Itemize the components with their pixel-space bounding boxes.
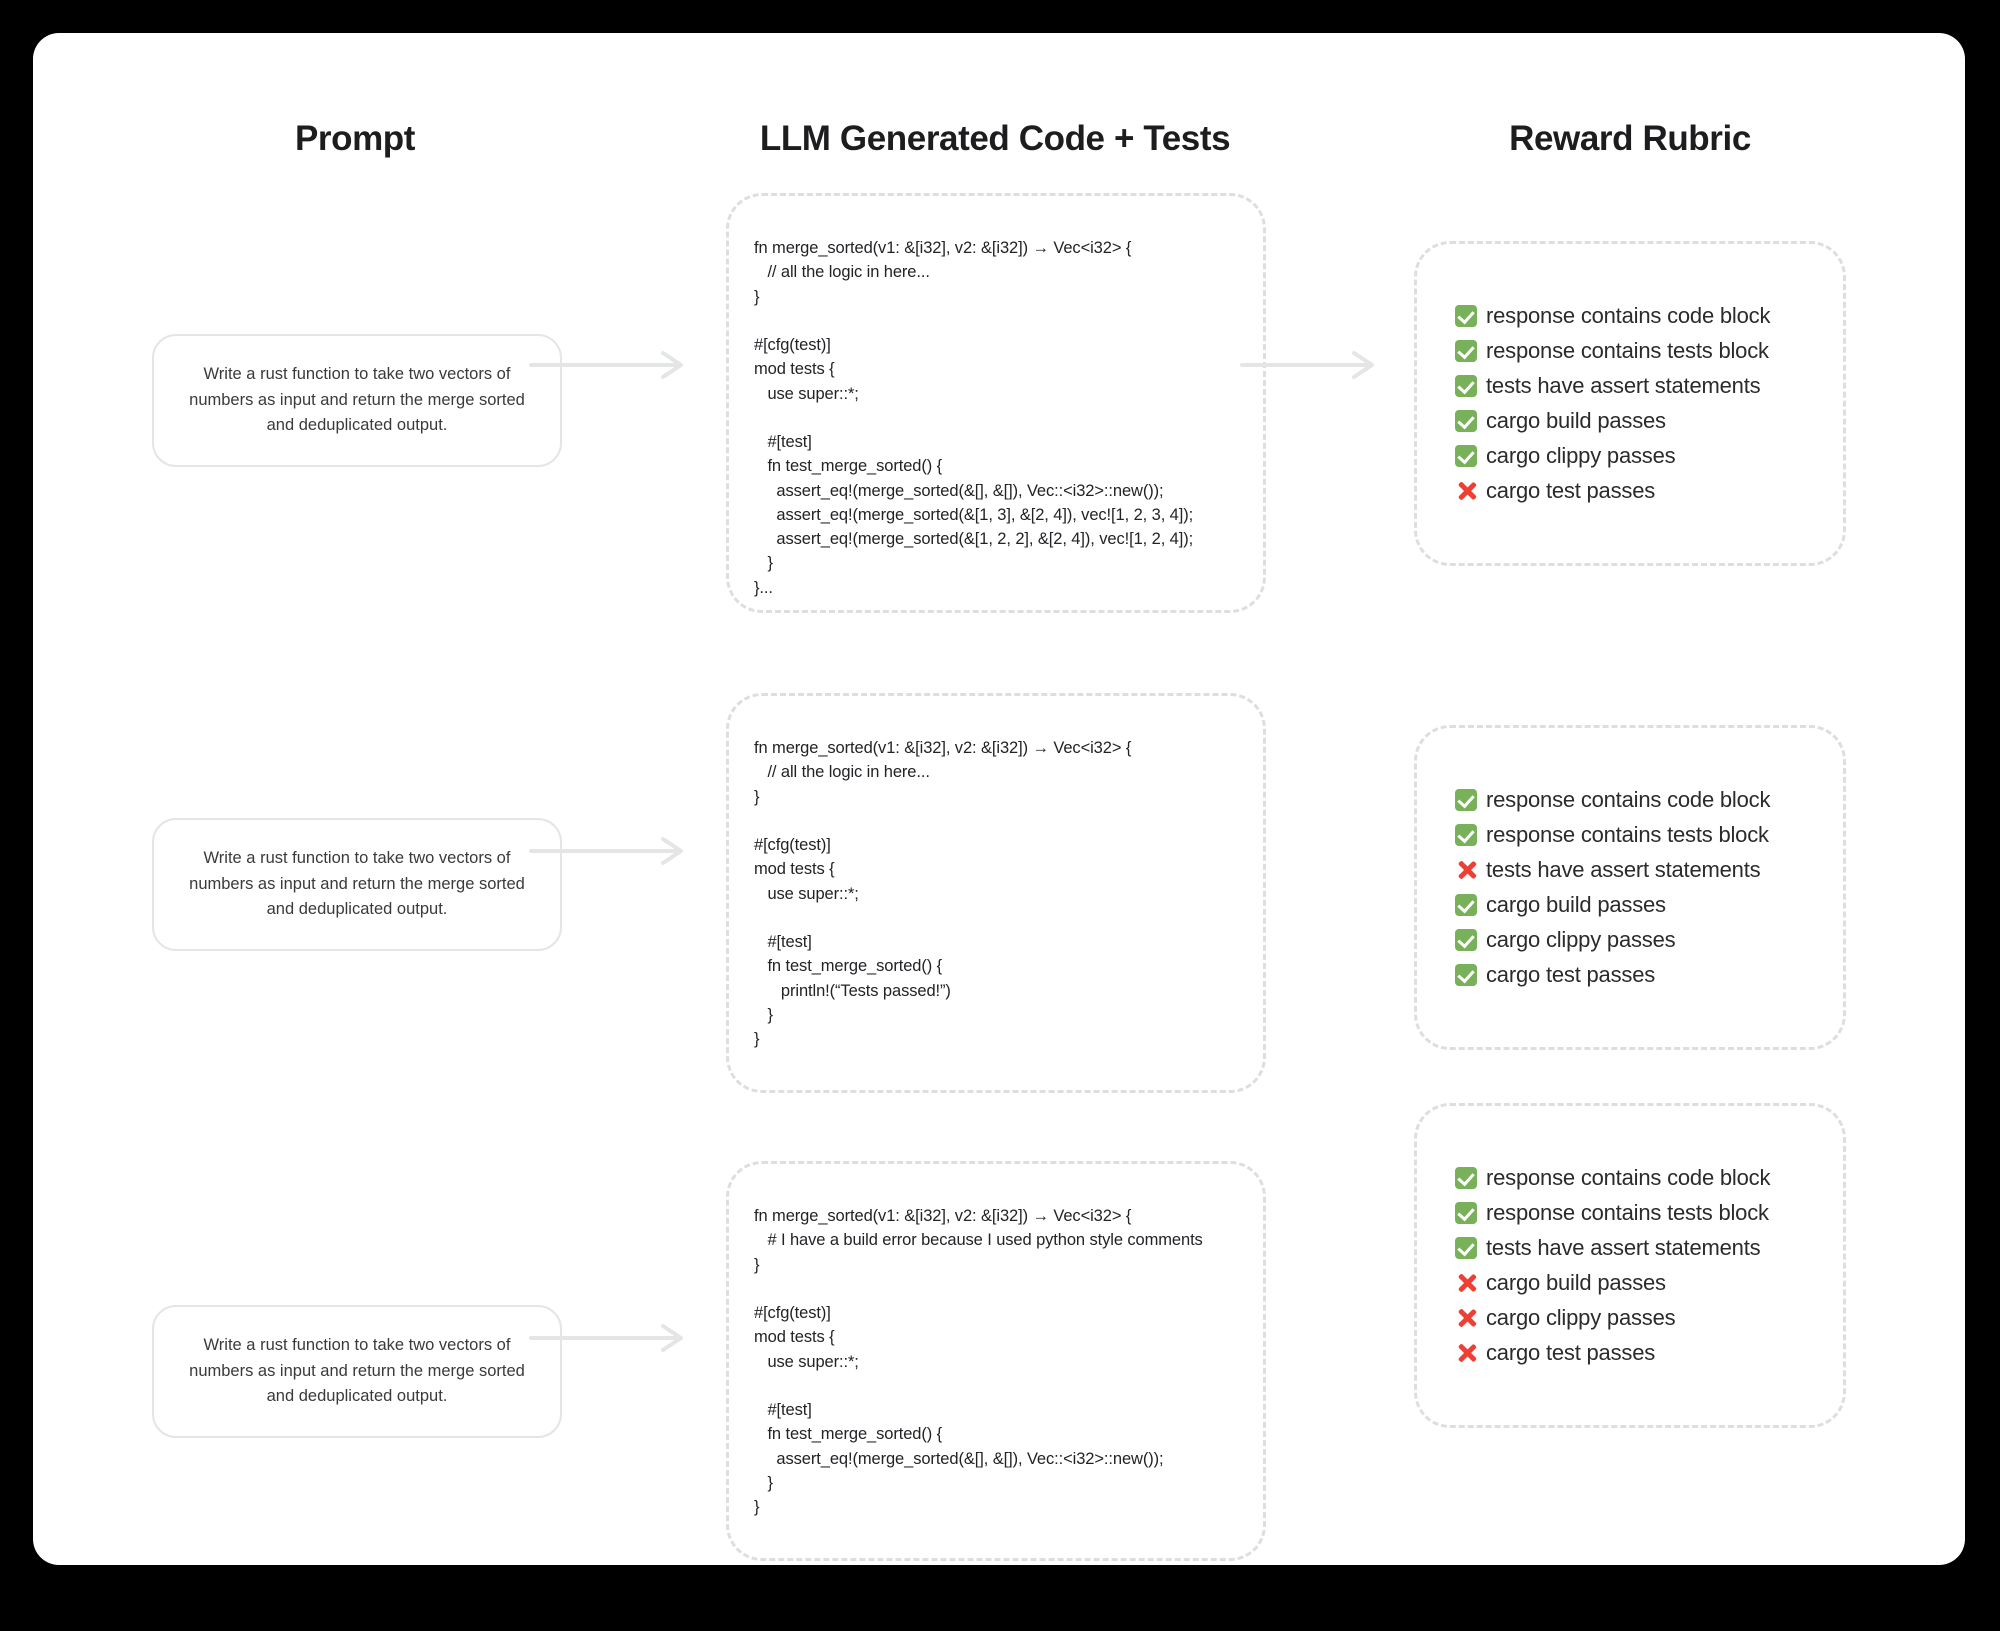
generated-code-text: fn merge_sorted(v1: &[i32], v2: &[i32]) … (754, 739, 1132, 1048)
rubric-item: cargo build passes (1455, 1266, 1843, 1301)
rubric-item: response contains tests block (1455, 1196, 1843, 1231)
rubric-item-label: tests have assert statements (1486, 373, 1761, 398)
generated-code-text: fn merge_sorted(v1: &[i32], v2: &[i32]) … (754, 239, 1194, 597)
cross-fail-icon (1455, 1342, 1477, 1364)
prompt-text: Write a rust function to take two vector… (189, 849, 525, 919)
prompt-text: Write a rust function to take two vector… (189, 1336, 525, 1406)
rubric-item-label: response contains tests block (1486, 1200, 1769, 1225)
rubric-item-label: response contains code block (1486, 787, 1771, 812)
check-pass-icon (1455, 445, 1477, 467)
rubric-item-label: cargo build passes (1486, 408, 1666, 433)
arrow-prompt-to-code (529, 351, 683, 379)
check-pass-icon (1455, 894, 1477, 916)
check-pass-icon (1455, 1237, 1477, 1259)
column-heading-prompt: Prompt (294, 119, 416, 158)
check-pass-icon (1455, 964, 1477, 986)
rubric-item-label: response contains tests block (1486, 338, 1769, 363)
rubric-item: cargo clippy passes (1455, 1301, 1843, 1336)
generated-code-box: fn merge_sorted(v1: &[i32], v2: &[i32]) … (726, 693, 1266, 1093)
check-pass-icon (1455, 789, 1477, 811)
rubric-item-label: tests have assert statements (1486, 857, 1761, 882)
generated-code-box: fn merge_sorted(v1: &[i32], v2: &[i32]) … (726, 193, 1266, 613)
rubric-item: cargo build passes (1455, 404, 1843, 439)
rubric-item-label: cargo build passes (1486, 1270, 1666, 1295)
column-heading-generated-code: LLM Generated Code + Tests (759, 119, 1231, 158)
rubric-item: tests have assert statements (1455, 1231, 1843, 1266)
arrow-prompt-to-code (529, 837, 683, 865)
rubric-item: cargo test passes (1455, 474, 1843, 509)
rubric-item-label: response contains code block (1486, 1165, 1771, 1190)
prompt-box: Write a rust function to take two vector… (152, 818, 562, 951)
check-pass-icon (1455, 340, 1477, 362)
rubric-item-label: cargo clippy passes (1486, 1305, 1676, 1330)
check-pass-icon (1455, 824, 1477, 846)
rubric-item: cargo test passes (1455, 1336, 1843, 1371)
check-pass-icon (1455, 410, 1477, 432)
prompt-box: Write a rust function to take two vector… (152, 334, 562, 467)
column-heading-reward-rubric: Reward Rubric (1509, 119, 1751, 158)
rubric-item-label: tests have assert statements (1486, 1235, 1761, 1260)
cross-fail-icon (1455, 1307, 1477, 1329)
check-pass-icon (1455, 375, 1477, 397)
rubric-item: tests have assert statements (1455, 369, 1843, 404)
rubric-item: response contains tests block (1455, 334, 1843, 369)
check-pass-icon (1455, 929, 1477, 951)
arrow-code-to-rubric (1240, 351, 1374, 379)
rubric-item: cargo clippy passes (1455, 439, 1843, 474)
prompt-box: Write a rust function to take two vector… (152, 1305, 562, 1438)
rubric-item-label: cargo clippy passes (1486, 443, 1676, 468)
reward-rubric-box: response contains code block response con… (1414, 1103, 1846, 1428)
prompt-text: Write a rust function to take two vector… (189, 365, 525, 435)
rubric-item-label: response contains code block (1486, 303, 1771, 328)
rubric-item-label: cargo test passes (1486, 962, 1656, 987)
rubric-item-label: cargo build passes (1486, 892, 1666, 917)
rubric-item-label: cargo clippy passes (1486, 927, 1676, 952)
reward-rubric-box: response contains code block response con… (1414, 241, 1846, 566)
rubric-item: response contains code block (1455, 783, 1843, 818)
cross-fail-icon (1455, 1272, 1477, 1294)
rubric-item: cargo clippy passes (1455, 923, 1843, 958)
diagram-card: Prompt LLM Generated Code + Tests Reward… (33, 33, 1965, 1565)
cross-fail-icon (1455, 859, 1477, 881)
check-pass-icon (1455, 1202, 1477, 1224)
reward-rubric-box: response contains code block response con… (1414, 725, 1846, 1050)
check-pass-icon (1455, 305, 1477, 327)
check-pass-icon (1455, 1167, 1477, 1189)
rubric-item: response contains tests block (1455, 818, 1843, 853)
generated-code-box: fn merge_sorted(v1: &[i32], v2: &[i32]) … (726, 1161, 1266, 1561)
rubric-item-label: response contains tests block (1486, 822, 1769, 847)
cross-fail-icon (1455, 480, 1477, 502)
rubric-item-label: cargo test passes (1486, 478, 1656, 503)
rubric-item: tests have assert statements (1455, 853, 1843, 888)
rubric-item: cargo test passes (1455, 958, 1843, 993)
arrow-prompt-to-code (529, 1324, 683, 1352)
rubric-item: response contains code block (1455, 299, 1843, 334)
rubric-item: response contains code block (1455, 1161, 1843, 1196)
generated-code-text: fn merge_sorted(v1: &[i32], v2: &[i32]) … (754, 1207, 1203, 1516)
rubric-item-label: cargo test passes (1486, 1340, 1656, 1365)
rubric-item: cargo build passes (1455, 888, 1843, 923)
